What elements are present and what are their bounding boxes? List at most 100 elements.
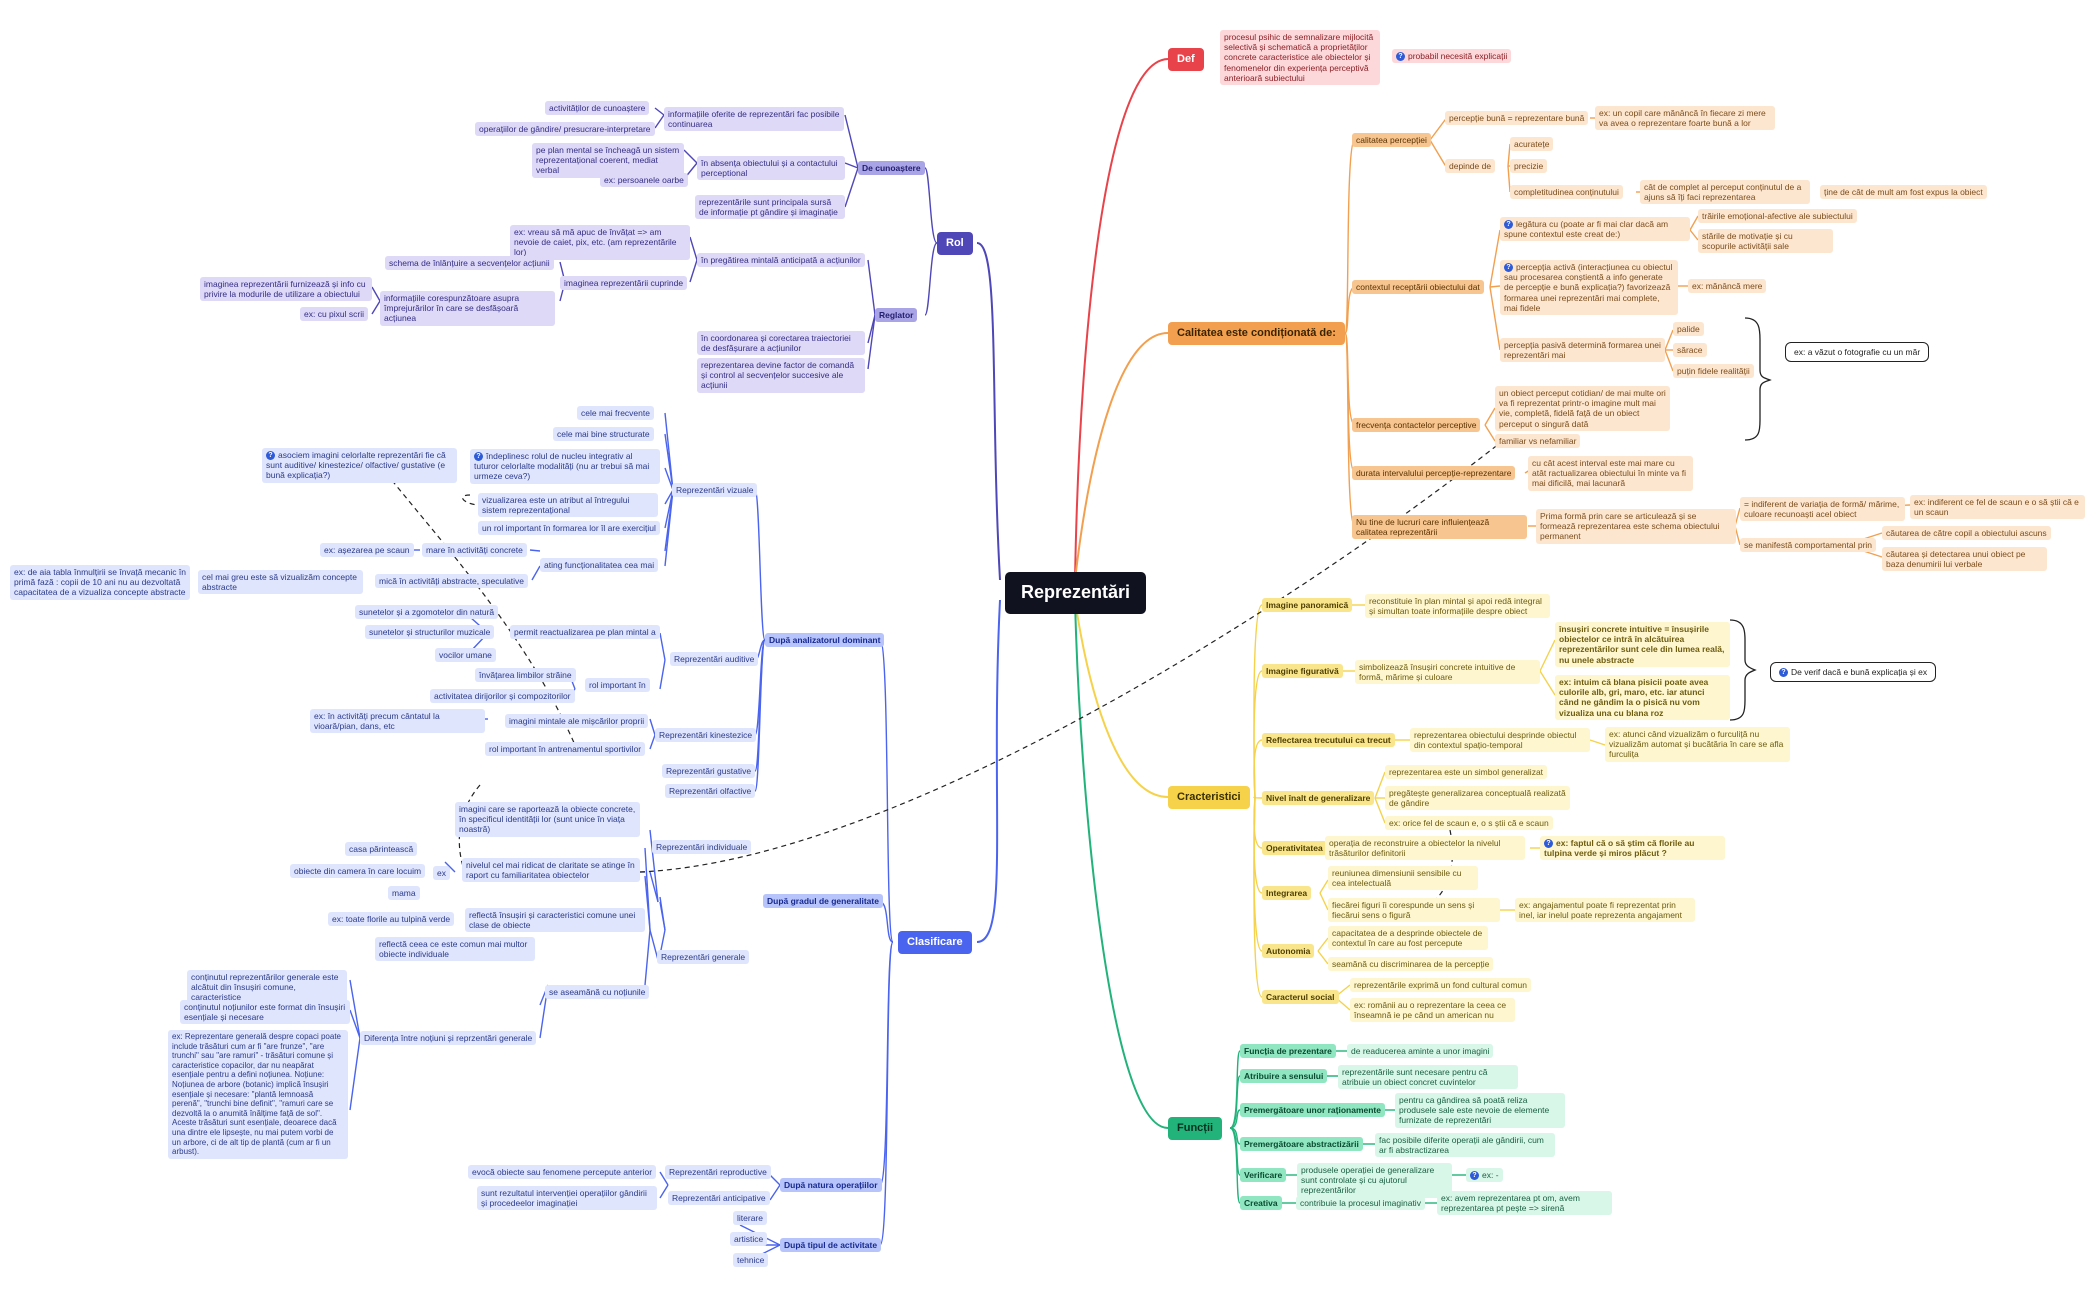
rol-reg-1-sch[interactable]: schema de înlănțuire a secvențelor acțiu… (385, 256, 554, 271)
cal-manifesta[interactable]: se manifestă comportamental prin (1740, 538, 1877, 553)
cla-aud-1[interactable]: permit reactualizarea pe plan mintal a (510, 625, 660, 640)
car-operativitatea-d[interactable]: operația de reconstruire a obiectelor la… (1325, 836, 1525, 861)
fun-rationamente-d[interactable]: pentru ca gândirea să poată reliza produ… (1395, 1093, 1565, 1128)
fun-creativa[interactable]: Creativa (1240, 1196, 1282, 1211)
cla-individuale[interactable]: Reprezentări individuale (652, 840, 752, 855)
cla-ex-b[interactable]: obiecte din camera în care locuim (290, 864, 426, 879)
cal-acuratete[interactable]: acuratețe (1510, 137, 1554, 152)
fun-atribuire-d[interactable]: reprezentările sunt necesare pentru că a… (1338, 1065, 1518, 1090)
cla-gnl-2[interactable]: reflectă ceea ce este comun mai multor o… (375, 937, 535, 962)
rol-reg-1-ex[interactable]: ex: vreau să mă apuc de învățat => am ne… (510, 225, 690, 260)
car-panoramica-d[interactable]: reconstituie în plan mintal și apoi redă… (1365, 594, 1550, 619)
car-nivel[interactable]: Nivel înalt de generalizare (1262, 791, 1375, 806)
rol-reg-2[interactable]: în coordonarea și corectarea traiectorie… (697, 331, 865, 356)
rol-reg-1-img[interactable]: imaginea reprezentării cuprinde (560, 276, 688, 291)
cal-perceptie-buna[interactable]: percepție bună = reprezentare bună (1445, 111, 1589, 126)
car-figurativa-b2[interactable]: ex: intuim că blana pisicii poate avea c… (1555, 675, 1730, 720)
cal-perceptie[interactable]: calitatea percepției (1352, 133, 1431, 148)
fun-creativa-ex[interactable]: ex: avem reprezentarea pt om, avem repre… (1437, 1191, 1612, 1216)
cal-cautare2[interactable]: căutarea și detectarea unui obiect pe ba… (1882, 547, 2047, 572)
cal-activa[interactable]: ?percepția activă (interacțiunea cu obie… (1500, 260, 1678, 315)
rol-cun-2a[interactable]: pe plan mental se încheagă un sistem rep… (532, 143, 684, 178)
cal-cautare[interactable]: căutarea de către copil a obiectului asc… (1882, 526, 2051, 541)
cla-viz-6b-d[interactable]: cel mai greu este să vizualizăm concepte… (198, 570, 363, 595)
cla-generale[interactable]: Reprezentări generale (657, 950, 750, 965)
cla-kin-2[interactable]: rol important în antrenamentul sportivil… (485, 742, 646, 757)
cal-frecventa-d[interactable]: un obiect perceput cotidian/ de mai mult… (1495, 386, 1670, 431)
cla-viz-5[interactable]: un rol important în formarea lor îl are … (478, 521, 660, 536)
cla-analizator[interactable]: După analizatorul dominant (765, 633, 885, 648)
car-figurativa-b1[interactable]: însușiri concrete intuitive = însușirile… (1555, 622, 1730, 667)
cla-viz-6b[interactable]: mică în activități abstracte, speculativ… (375, 574, 529, 589)
cla-reproductive-d[interactable]: evocă obiecte sau fenomene percepute ant… (468, 1165, 657, 1180)
cal-tipul[interactable]: Nu tine de lucruri care influiențează ca… (1352, 515, 1527, 540)
cla-aud-1b[interactable]: sunetelor și structurilor muzicale (365, 625, 495, 640)
car-autonomia[interactable]: Autonomia (1262, 944, 1315, 959)
cla-vizuale[interactable]: Reprezentări vizuale (672, 483, 758, 498)
cla-kin-1[interactable]: imagini mintale ale mișcărilor proprii (505, 714, 649, 729)
cla-viz-2[interactable]: cele mai bine structurate (553, 427, 654, 442)
cal-durata[interactable]: durata intervalului percepție-reprezenta… (1352, 466, 1516, 481)
cla-reproductive[interactable]: Reprezentări reproductive (665, 1165, 771, 1180)
cal-depinde[interactable]: depinde de (1445, 159, 1496, 174)
cla-tehnice[interactable]: tehnice (733, 1253, 769, 1268)
rol-cun-1b[interactable]: operațiilor de gândire/ presucrare-inter… (475, 122, 655, 137)
def-question[interactable]: ?probabil necesită explicații (1392, 49, 1512, 64)
cla-olfactive[interactable]: Reprezentări olfactive (665, 784, 756, 799)
cal-tipul-d[interactable]: Prima formă prin care se articulează și … (1536, 509, 1736, 544)
car-nivel-d1[interactable]: reprezentarea este un simbol generalizat (1385, 765, 1548, 780)
car-autonomia-d1[interactable]: capacitatea de a desprinde obiectele de … (1328, 926, 1488, 951)
cal-pasiva[interactable]: percepția pasivă determină formarea unei… (1500, 338, 1665, 363)
cla-gnl-1[interactable]: reflectă însușiri și caracteristici comu… (465, 908, 645, 933)
cla-gnl-4c[interactable]: ex: Reprezentare generală despre copaci … (168, 1030, 348, 1159)
rol-reg-1-inf2[interactable]: imaginea reprezentării furnizează și inf… (200, 277, 372, 302)
fun-verificare[interactable]: Verificare (1240, 1168, 1287, 1183)
car-social-d1[interactable]: reprezentările exprimă un fond cultural … (1350, 978, 1531, 993)
clasificare-topic[interactable]: Clasificare (898, 931, 972, 955)
fun-rationamente[interactable]: Premergătoare unor raționamente (1240, 1103, 1385, 1118)
cla-gustative[interactable]: Reprezentări gustative (662, 764, 756, 779)
rol-reg-3[interactable]: reprezentarea devine factor de comandă ș… (697, 358, 865, 393)
car-nivel-d2[interactable]: pregătește generalizarea conceptuală rea… (1385, 786, 1570, 811)
cal-precizie[interactable]: precizie (1510, 159, 1548, 174)
rol-cunoastere[interactable]: De cunoaștere (858, 161, 925, 176)
cla-gnl-4a[interactable]: conținutul reprezentărilor generale este… (187, 970, 347, 1005)
cla-ex[interactable]: ex (433, 866, 450, 881)
fun-verificare-q[interactable]: ?ex: - (1466, 1168, 1503, 1183)
car-figurativa-note[interactable]: ?De verif dacă e bună explicația și ex (1770, 662, 1937, 683)
def-topic[interactable]: Def (1168, 48, 1204, 72)
rol-reglator[interactable]: Reglator (875, 308, 918, 323)
caracteristici-topic[interactable]: Cracteristici (1168, 786, 1250, 810)
cal-activa-ex[interactable]: ex: mănâncă mere (1688, 279, 1767, 294)
cla-gnl-4b[interactable]: conținutul noțiunilor este format din în… (180, 1000, 350, 1025)
cal-putin[interactable]: puțin fidele realității (1673, 364, 1754, 379)
cla-aud-1c[interactable]: vocilor umane (435, 648, 496, 663)
rol-topic[interactable]: Rol (937, 232, 973, 256)
rol-cun-2b[interactable]: ex: persoanele oarbe (600, 173, 688, 188)
fun-abstractizare[interactable]: Premergătoare abstractizării (1240, 1137, 1363, 1152)
cla-viz-6[interactable]: ating funcționalitatea cea mai (540, 558, 659, 573)
fun-prezentare[interactable]: Funcția de prezentare (1240, 1044, 1336, 1059)
cal-trairi[interactable]: trăirile emoțional-afective ale subiectu… (1698, 209, 1857, 224)
cla-aud-2a[interactable]: învățarea limbilor străine (475, 668, 576, 683)
car-social[interactable]: Caracterul social (1262, 990, 1339, 1005)
cal-indiferent-ex[interactable]: ex: indiferent ce fel de scaun e o să șt… (1910, 495, 2085, 520)
cla-gnl-3[interactable]: se aseamănă cu noțiunile (545, 985, 650, 1000)
car-figurativa[interactable]: Imagine figurativă (1262, 664, 1343, 679)
car-autonomia-d2[interactable]: seamănă cu discriminarea de la percepție (1328, 957, 1494, 972)
cla-viz-1[interactable]: cele mai frecvente (577, 406, 654, 421)
root-topic[interactable]: Reprezentări (1005, 572, 1147, 614)
cla-ex-c[interactable]: mama (388, 886, 420, 901)
def-text[interactable]: procesul psihic de semnalizare mijlocită… (1220, 30, 1380, 85)
cla-kin-1-ex[interactable]: ex: în activități precum cântatul la vio… (310, 709, 485, 734)
cla-auditive[interactable]: Reprezentări auditive (670, 652, 759, 667)
cal-familiar[interactable]: familiar vs nefamiliar (1495, 434, 1581, 449)
car-operativitatea-q[interactable]: ?ex: faptul că o să știm că florile au t… (1540, 836, 1725, 861)
cal-perceptie-buna-ex[interactable]: ex: un copil care mănâncă în fiecare zi … (1595, 106, 1775, 131)
cal-legatura[interactable]: ?legătura cu (poate ar fi mai clar dacă … (1500, 217, 1690, 242)
rol-cun-1a[interactable]: activităților de cunoaștere (545, 101, 650, 116)
calitate-topic[interactable]: Calitatea este condiționată de: (1168, 322, 1345, 346)
car-trecut-ex[interactable]: ex: atunci când vizualizăm o furculiță n… (1605, 727, 1790, 762)
cla-ind-1[interactable]: imagini care se raportează la obiecte co… (455, 802, 640, 837)
car-trecut[interactable]: Reflectarea trecutului ca trecut (1262, 733, 1395, 748)
